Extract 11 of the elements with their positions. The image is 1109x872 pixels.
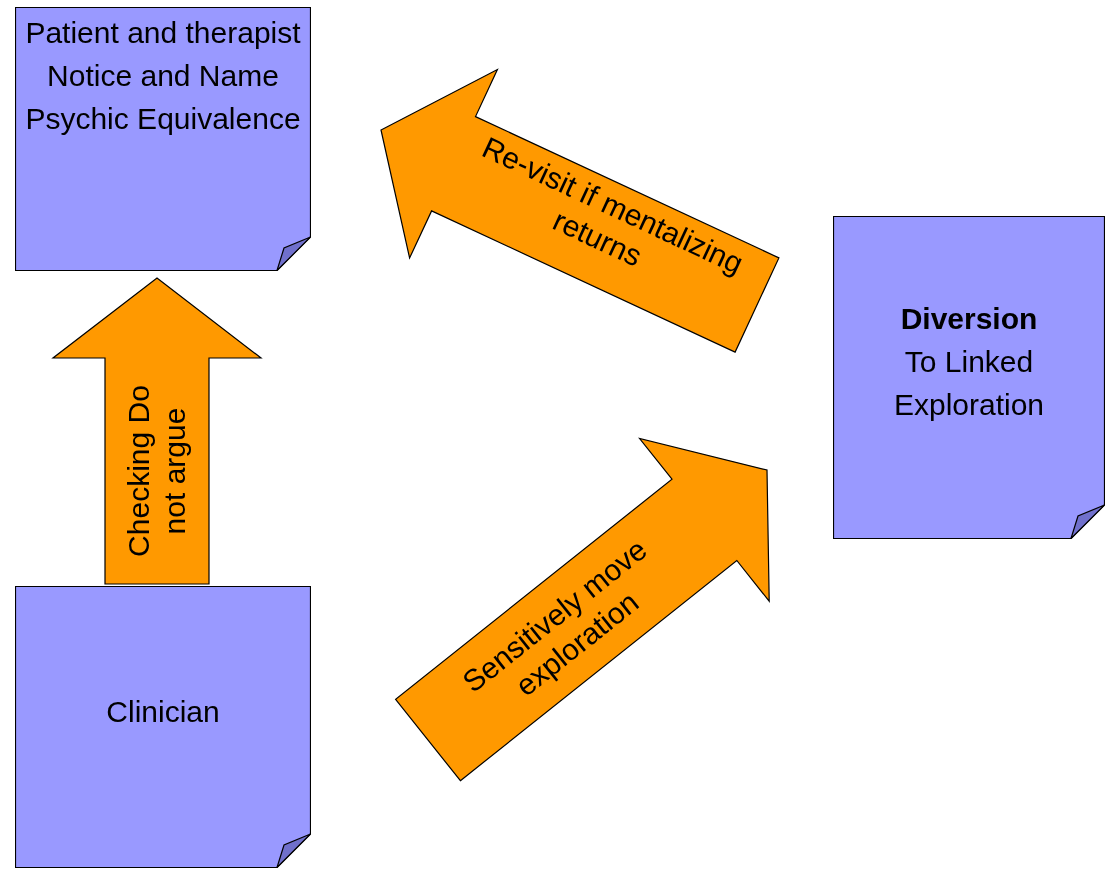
note-box [833, 216, 1105, 539]
box-text: Clinician [106, 693, 220, 730]
block-arrow [380, 68, 780, 353]
box-text: Patient and therapist Notice and Name Psychic Equivalence [24, 15, 302, 137]
block-arrow [51, 277, 263, 585]
box-heading: Diversion [900, 301, 1038, 337]
block-arrow [394, 437, 770, 782]
edge-label: Checking Do not argue [121, 384, 192, 559]
note-box [15, 586, 311, 868]
note-box [15, 7, 311, 271]
box-text: To Linked Exploration [892, 344, 1046, 423]
